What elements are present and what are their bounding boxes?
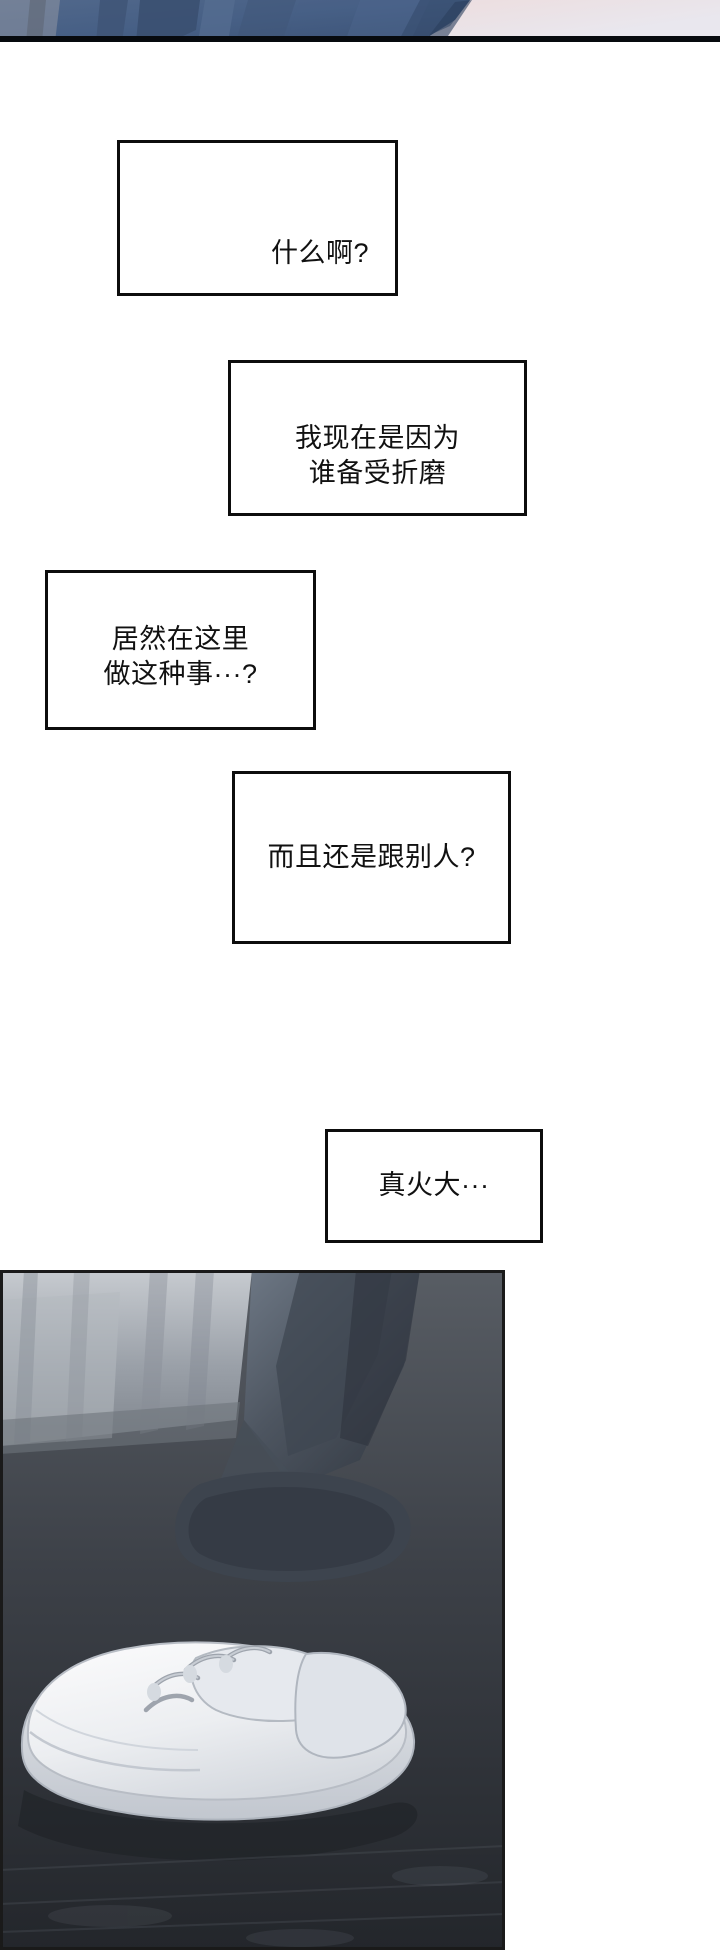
top-artwork-panel <box>0 0 720 42</box>
bottom-panel-whitespace <box>505 1270 720 1950</box>
speech-bubble-4: 而且还是跟别人? <box>232 771 511 944</box>
speech-bubble-1-text: 什么啊? <box>270 237 369 268</box>
speech-bubble-5: 真火大··· <box>325 1129 543 1243</box>
speech-bubble-2: 我现在是因为 谁备受折磨 <box>228 360 527 516</box>
panel-divider-bar <box>0 36 720 42</box>
bottom-artwork-panel <box>0 1270 505 1950</box>
speech-bubble-3: 居然在这里 做这种事···? <box>45 570 316 730</box>
speech-bubble-2-text: 我现在是因为 谁备受折磨 <box>295 422 460 488</box>
speech-bubble-3-text: 居然在这里 做这种事···? <box>103 623 258 689</box>
speech-bubble-1: 什么啊? <box>117 140 398 296</box>
speech-bubble-4-text: 而且还是跟别人? <box>267 841 476 872</box>
speech-bubble-5-text: 真火大··· <box>378 1170 490 1201</box>
